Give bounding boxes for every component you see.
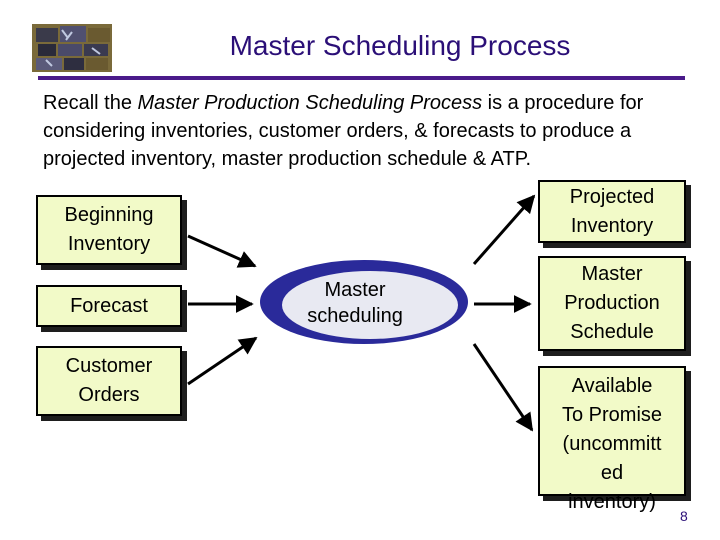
intro-paragraph: Recall the Master Production Scheduling … bbox=[43, 89, 653, 173]
output-available-to-promise: Available To Promise (uncommitt ed inven… bbox=[538, 366, 686, 496]
input-label: Forecast bbox=[70, 292, 148, 321]
input-label: Beginning Inventory bbox=[65, 201, 154, 259]
output-label: Available To Promise (uncommitt ed inven… bbox=[562, 372, 662, 517]
arrow-projected-inventory bbox=[474, 196, 534, 264]
arrow-atp bbox=[474, 344, 532, 430]
intro-prefix: Recall the bbox=[43, 92, 138, 114]
page-number: 8 bbox=[680, 508, 688, 524]
master-scheduling-label: Master scheduling bbox=[280, 277, 430, 329]
arrow-beginning-inventory bbox=[188, 236, 255, 266]
output-master-production-schedule: Master Production Schedule bbox=[538, 256, 686, 351]
output-label: Projected Inventory bbox=[570, 183, 655, 241]
intro-emphasis: Master Production Scheduling Process bbox=[138, 92, 483, 114]
logo-icon bbox=[32, 20, 114, 74]
input-beginning-inventory: Beginning Inventory bbox=[36, 195, 182, 265]
input-customer-orders: Customer Orders bbox=[36, 346, 182, 416]
arrow-customer-orders bbox=[188, 338, 256, 384]
output-projected-inventory: Projected Inventory bbox=[538, 180, 686, 243]
input-label: Customer Orders bbox=[66, 352, 153, 410]
input-forecast: Forecast bbox=[36, 285, 182, 327]
output-label: Master Production Schedule bbox=[564, 260, 660, 347]
title-divider bbox=[38, 76, 685, 80]
page-title: Master Scheduling Process bbox=[150, 30, 650, 62]
